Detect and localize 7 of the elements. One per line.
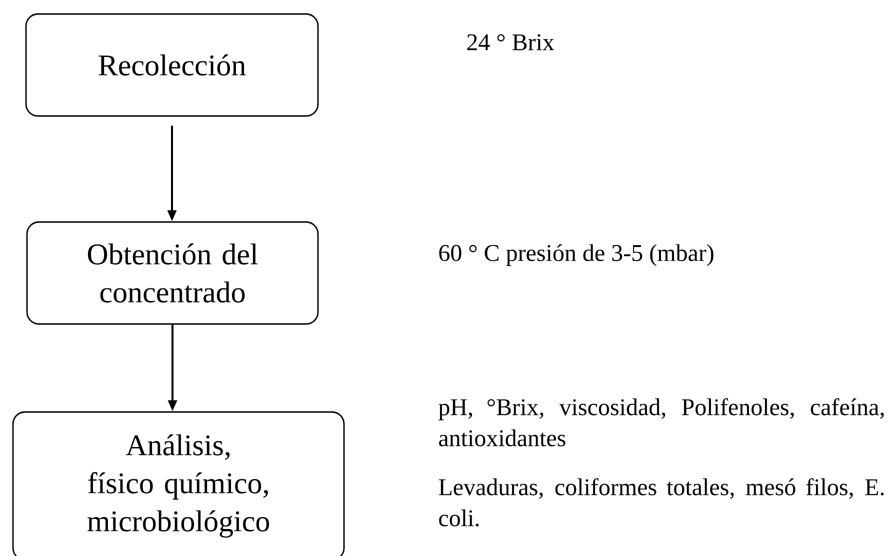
process-box: Obtención del concentrado bbox=[26, 221, 319, 325]
side-note: Levaduras, coliformes totales, mesó filos, E. coli. bbox=[438, 478, 884, 526]
process-box: Recolección bbox=[25, 13, 319, 117]
side-note: 60 ° C presión de 3-5 (mbar) bbox=[439, 244, 714, 266]
side-note: 24 ° Brix bbox=[467, 34, 554, 50]
side-note: pH, °Brix, viscosidad, Polifenoles, cafeína, antioxidantes bbox=[438, 398, 884, 446]
process-box: Análisis, físico químico, microbiológico bbox=[12, 411, 345, 556]
